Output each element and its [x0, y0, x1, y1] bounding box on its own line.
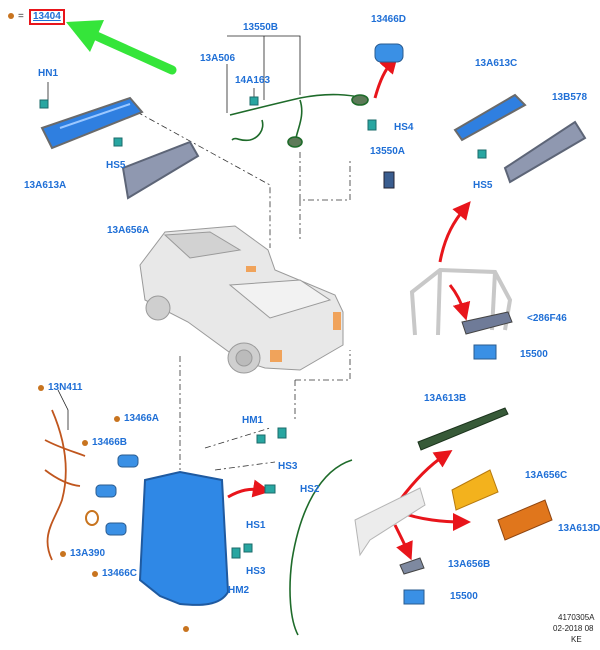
tail-lamp-assembly: [138, 470, 230, 606]
label-hs3-top[interactable]: HS3: [278, 461, 298, 472]
lens-13a656c: [451, 469, 499, 511]
label-13a656c[interactable]: 13A656C: [525, 470, 568, 481]
tail-lamp-harness: [44, 409, 86, 561]
label-13a390[interactable]: 13A390: [70, 548, 106, 559]
label-13a613d[interactable]: 13A613D: [558, 523, 600, 534]
bulbs-left: [95, 454, 139, 536]
part-13a656b: [399, 557, 425, 575]
footer-date: 02-2018 08: [553, 624, 594, 633]
high-mount-lamp-right: [453, 93, 527, 142]
label-hn1[interactable]: HN1: [38, 68, 59, 79]
sockets: [39, 96, 487, 559]
footer-code: 4170305A: [558, 613, 595, 622]
roll-bar-detail: [354, 487, 426, 557]
label-hs5-right[interactable]: HS5: [473, 180, 493, 191]
bulb-13466d: [374, 43, 404, 63]
dot-13466c: [92, 571, 98, 577]
label-13466d[interactable]: 13466D: [371, 14, 407, 25]
label-13466b[interactable]: 13466B: [92, 437, 128, 448]
leader-lines: [136, 111, 351, 471]
high-mount-lamp-left: [40, 96, 144, 150]
footer-initials: KE: [571, 635, 582, 644]
label-13466a[interactable]: 13466A: [124, 413, 160, 424]
dot-13n411: [38, 385, 44, 391]
label-13n411[interactable]: 13N411: [48, 382, 83, 393]
pickup-truck: [139, 225, 344, 374]
label-13a656b[interactable]: 13A656B: [448, 559, 491, 570]
label-hs1[interactable]: HS1: [246, 520, 266, 531]
harness-13a613b: [289, 459, 353, 636]
dot-13466b: [82, 440, 88, 446]
legend-equals: =: [18, 11, 24, 22]
label-hs2[interactable]: HS2: [300, 484, 320, 495]
label-13a506[interactable]: 13A506: [200, 53, 236, 64]
dot-tail-lamp: [183, 626, 189, 632]
label-13a613b[interactable]: 13A613B: [424, 393, 467, 404]
label-13550b[interactable]: 13550B: [243, 22, 279, 33]
label-hm1[interactable]: HM1: [242, 415, 264, 426]
green-pointer-arrow: [66, 20, 177, 75]
label-286f46[interactable]: <286F46: [527, 313, 567, 324]
lamp-286f46: [461, 311, 513, 335]
connector-13550a: [383, 171, 395, 189]
legend-dot: [8, 13, 14, 19]
label-13b578[interactable]: 13B578: [552, 92, 588, 103]
gasket-13a390: [85, 510, 99, 526]
label-13550a[interactable]: 13550A: [370, 146, 406, 157]
dot-13a390: [60, 551, 66, 557]
lamp-cover-left: [121, 140, 200, 200]
label-15500-top[interactable]: 15500: [520, 349, 548, 360]
label-13466c[interactable]: 13466C: [102, 568, 138, 579]
label-hs5-left[interactable]: HS5: [106, 160, 126, 171]
label-13a656a[interactable]: 13A656A: [107, 225, 150, 236]
label-13a613c[interactable]: 13A613C: [475, 58, 518, 69]
bulb-15500-top: [473, 344, 497, 360]
solid-leaders: [47, 35, 301, 430]
label-14a163[interactable]: 14A163: [235, 75, 271, 86]
strip-13a613b: [417, 407, 509, 451]
lamp-cover-right: [503, 120, 587, 184]
label-hs4[interactable]: HS4: [394, 122, 414, 133]
label-13a613a[interactable]: 13A613A: [24, 180, 67, 191]
dot-13466a: [114, 416, 120, 422]
legend-part-number[interactable]: 13404: [29, 9, 65, 25]
lamp-13a613d: [497, 499, 553, 541]
label-hm2[interactable]: HM2: [228, 585, 250, 596]
label-hs3-bottom[interactable]: HS3: [246, 566, 266, 577]
wiring-harness-13550b: [229, 93, 369, 148]
label-15500-bottom[interactable]: 15500: [450, 591, 478, 602]
bulb-15500-bottom: [403, 589, 425, 605]
